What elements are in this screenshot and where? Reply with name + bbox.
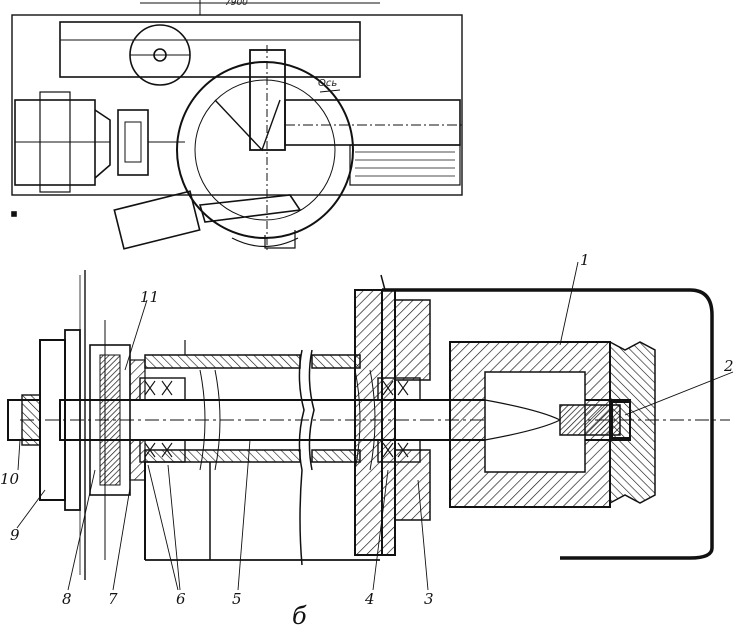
callout-9: 9 (10, 526, 20, 544)
callout-5: 5 (232, 590, 242, 608)
callout-6: 6 (176, 590, 186, 608)
top-view-drawing (11, 0, 465, 250)
dimension-label: 7900 (225, 0, 248, 8)
callout-2: 2 (724, 357, 734, 375)
shaft-assembly-section (7, 261, 734, 591)
callout-7: 7 (108, 590, 118, 608)
callout-11: 11 (140, 288, 160, 306)
callout-10: 10 (0, 470, 20, 488)
axis-label: Ось (318, 78, 338, 89)
figure-caption: б (292, 602, 307, 630)
callout-3: 3 (424, 590, 434, 608)
callout-4: 4 (365, 590, 375, 608)
callout-8: 8 (62, 590, 72, 608)
callout-1: 1 (580, 251, 590, 269)
